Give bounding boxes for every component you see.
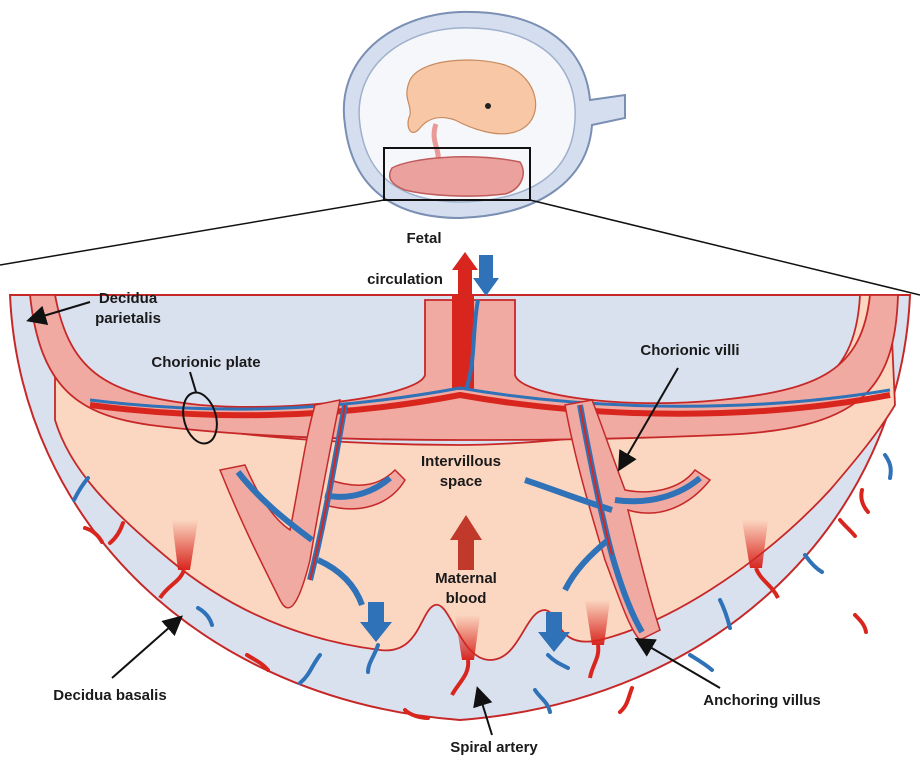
- label-maternal-blood-2: blood: [446, 590, 487, 607]
- fetal-artery-up-arrow: [452, 252, 478, 295]
- label-intervillous-space-1: Intervillous: [421, 453, 501, 470]
- pointer-decidua-basalis: [112, 618, 180, 678]
- label-decidua-parietalis-2: parietalis: [95, 310, 161, 327]
- label-decidua-basalis: Decidua basalis: [53, 687, 166, 704]
- label-chorionic-plate: Chorionic plate: [151, 354, 260, 371]
- label-maternal-blood-1: Maternal: [435, 570, 497, 587]
- zoom-line-right: [530, 200, 920, 295]
- label-decidua-parietalis-1: Decidua: [99, 290, 158, 307]
- placenta-mini: [390, 157, 523, 196]
- uterus-inset: [0, 12, 920, 295]
- label-fetal-circulation-2: circulation: [367, 271, 443, 288]
- label-anchoring-villus: Anchoring villus: [703, 692, 821, 709]
- label-intervillous-space-2: space: [440, 473, 483, 490]
- zoom-line-left: [0, 200, 384, 265]
- label-chorionic-villi: Chorionic villi: [640, 342, 739, 359]
- label-spiral-artery: Spiral artery: [450, 739, 538, 756]
- fetal-vein-down-arrow: [473, 255, 499, 296]
- label-fetal-circulation-1: Fetal: [406, 230, 441, 247]
- embryo: [407, 60, 536, 134]
- embryo-eye: [485, 103, 491, 109]
